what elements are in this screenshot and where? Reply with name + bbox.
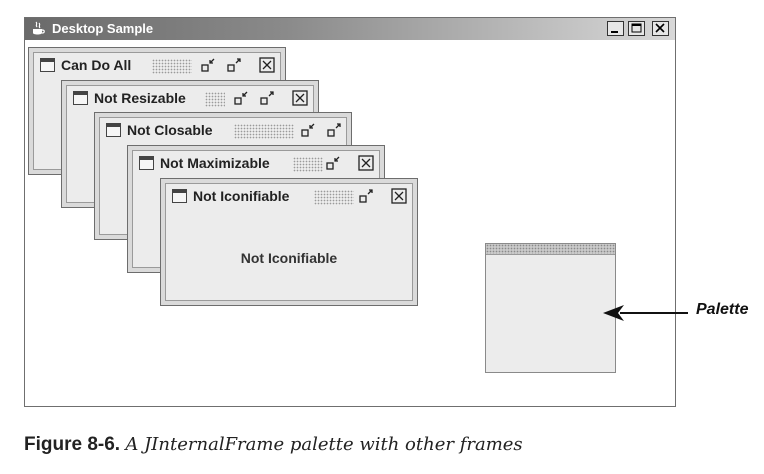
- frame-title: Not Closable: [127, 122, 213, 138]
- maximize-icon: [227, 58, 241, 72]
- frame-titlebar[interactable]: Not Iconifiable: [166, 184, 412, 210]
- maximize-button[interactable]: [628, 21, 645, 36]
- title-grip: [152, 59, 192, 74]
- window-title: Desktop Sample: [52, 21, 154, 36]
- frame-title: Can Do All: [61, 57, 132, 73]
- maximize-icon: [359, 189, 373, 203]
- frame-title: Not Resizable: [94, 90, 186, 106]
- minimize-button[interactable]: [607, 21, 624, 36]
- maximize-icon: [260, 91, 274, 105]
- frame-icon: [172, 189, 187, 203]
- iconify-icon: [234, 91, 248, 105]
- palette-titlebar[interactable]: [486, 244, 615, 255]
- iconify-icon: [301, 123, 315, 137]
- frame-body-label: Not Iconifiable: [240, 250, 338, 266]
- caption-number: Figure 8-6.: [24, 434, 121, 455]
- java-cup-icon: [33, 21, 45, 35]
- figure-caption: Figure 8-6. A JInternalFrame palette wit…: [24, 434, 523, 456]
- iconify-button[interactable]: [233, 90, 251, 106]
- frame-titlebar[interactable]: Not Resizable: [67, 86, 313, 112]
- maximize-frame-button[interactable]: [259, 90, 277, 106]
- title-grip: [234, 124, 294, 139]
- frame-icon: [106, 123, 121, 137]
- palette-annotation: Palette: [696, 301, 749, 318]
- iconify-icon: [326, 156, 340, 170]
- close-icon: [259, 57, 275, 73]
- frame-titlebar[interactable]: Not Closable: [100, 118, 346, 144]
- close-frame-button[interactable]: [291, 90, 309, 106]
- title-grip: [293, 157, 323, 172]
- close-frame-button[interactable]: [390, 188, 408, 204]
- iconify-button[interactable]: [200, 57, 218, 73]
- window-titlebar[interactable]: Desktop Sample: [25, 18, 675, 40]
- maximize-frame-button[interactable]: [326, 122, 344, 138]
- title-grip: [205, 92, 225, 107]
- palette-frame[interactable]: [485, 243, 616, 373]
- internal-frame-not-iconifiable[interactable]: Not Iconifiable Not Iconifiable: [160, 178, 418, 306]
- frame-title: Not Maximizable: [160, 155, 270, 171]
- frame-titlebar[interactable]: Not Maximizable: [133, 151, 379, 177]
- frame-icon: [40, 58, 55, 72]
- frame-titlebar[interactable]: Can Do All: [34, 53, 280, 79]
- caption-text: A JInternalFrame palette with other fram…: [125, 434, 523, 455]
- title-grip: [314, 190, 354, 205]
- iconify-icon: [201, 58, 215, 72]
- close-icon: [391, 188, 407, 204]
- close-frame-button[interactable]: [258, 57, 276, 73]
- palette-arrow: [603, 305, 688, 321]
- maximize-icon: [327, 123, 341, 137]
- maximize-icon: [631, 23, 642, 33]
- close-icon: [292, 90, 308, 106]
- close-icon: [358, 155, 374, 171]
- frame-icon: [73, 91, 88, 105]
- close-frame-button[interactable]: [357, 155, 375, 171]
- close-icon: [655, 23, 665, 33]
- maximize-frame-button[interactable]: [358, 188, 376, 204]
- minimize-icon: [611, 31, 618, 33]
- close-button[interactable]: [652, 21, 669, 36]
- iconify-button[interactable]: [325, 155, 343, 171]
- frame-title: Not Iconifiable: [193, 188, 290, 204]
- frame-icon: [139, 156, 154, 170]
- frame-content: Not Iconifiable: [166, 210, 412, 300]
- iconify-button[interactable]: [300, 122, 318, 138]
- maximize-frame-button[interactable]: [226, 57, 244, 73]
